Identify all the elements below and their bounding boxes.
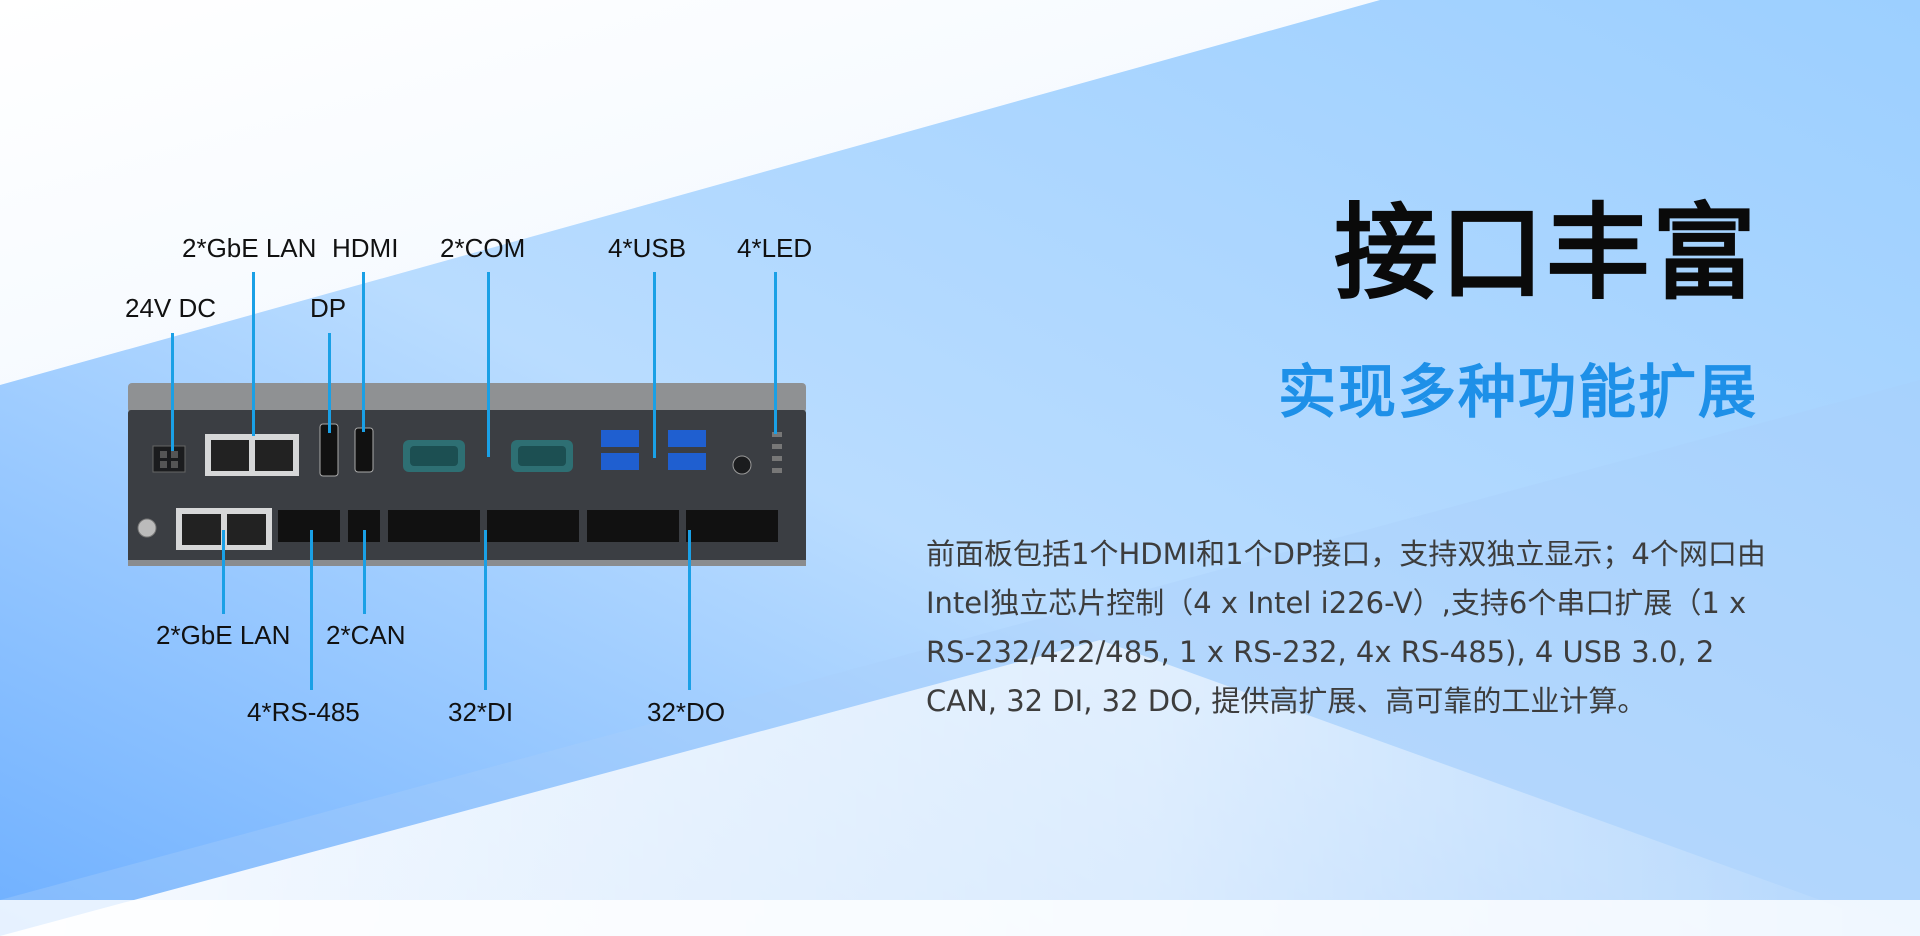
label-hdmi: HDMI — [332, 233, 399, 263]
lan-ports-top — [205, 434, 299, 476]
feature-description: 前面板包括1个HDMI和1个DP接口，支持双独立显示；4个网口由Intel独立芯… — [926, 537, 1766, 718]
label-dp: DP — [310, 293, 347, 323]
hdmi-port — [354, 427, 374, 473]
leader-line-lan-top — [252, 272, 255, 436]
leader-line-usb — [653, 272, 656, 458]
leader-line-di — [484, 530, 487, 690]
label-can: 2*CAN — [326, 620, 406, 650]
label-lan-bottom: 2*GbE LAN — [156, 620, 291, 650]
leader-line-rs485 — [310, 530, 313, 690]
dc-power-connector — [152, 445, 186, 473]
leader-line-can — [363, 530, 366, 614]
label-do: 32*DO — [647, 697, 726, 727]
page-subtitle: 实现多种功能扩展 — [1277, 358, 1758, 426]
page-title: 接口丰富 — [1333, 192, 1758, 314]
power-button — [732, 455, 752, 475]
com-ports — [403, 440, 573, 472]
usb-ports — [601, 430, 706, 470]
label-lan-top: 2*GbE LAN — [182, 233, 317, 263]
label-dc: 24V DC — [125, 293, 217, 323]
leader-line-dp — [328, 333, 331, 433]
leader-line-lan-bottom — [222, 530, 225, 614]
lan-ports-bottom — [176, 508, 272, 550]
ground-screw — [137, 518, 157, 538]
label-com: 2*COM — [440, 233, 526, 263]
label-usb: 4*USB — [608, 233, 687, 263]
leader-line-led — [774, 272, 777, 434]
label-di: 32*DI — [448, 697, 514, 727]
label-rs485: 4*RS-485 — [247, 697, 360, 727]
label-led: 4*LED — [737, 233, 813, 263]
leader-line-do — [688, 530, 691, 690]
terminal-blocks — [278, 510, 778, 542]
leader-line-dc — [171, 333, 174, 451]
status-leds — [772, 432, 782, 473]
leader-line-com — [487, 272, 490, 457]
leader-line-hdmi — [362, 272, 365, 432]
